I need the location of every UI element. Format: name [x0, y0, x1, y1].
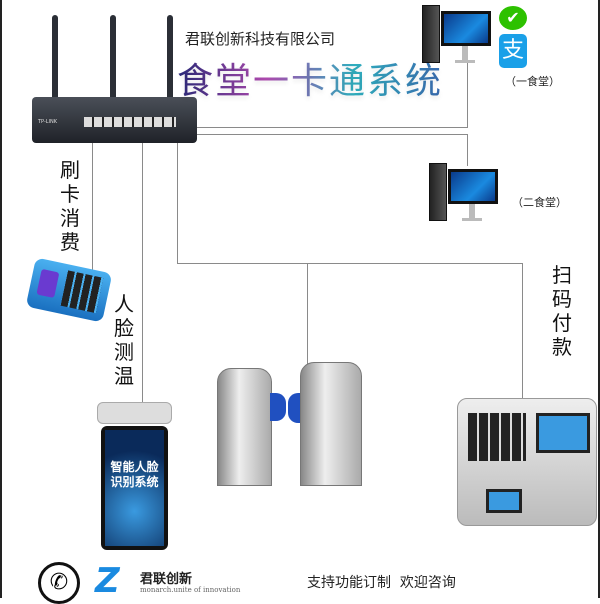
router: TP-LINK: [32, 15, 197, 143]
turnstile-gate-right: [300, 362, 362, 486]
turnstile-gate-left: [217, 368, 272, 486]
connector-line: [467, 134, 468, 166]
card-reader-device: [25, 257, 113, 323]
face-screen-text-2: 识别系统: [110, 475, 159, 489]
connector-line: [192, 134, 467, 135]
router-brand: TP-LINK: [38, 119, 58, 125]
wechat-pay-icon: ✔: [499, 6, 527, 30]
antenna: [52, 15, 58, 105]
connector-line: [177, 263, 522, 264]
brand-name: 君联创新: [140, 572, 193, 587]
antenna: [167, 15, 173, 105]
computer-canteen-1: [422, 5, 494, 65]
gate-flap: [270, 393, 286, 421]
connector-line: [307, 263, 308, 368]
pos-scan-terminal: [457, 398, 597, 526]
antenna: [110, 15, 116, 105]
connector-line: [92, 140, 93, 270]
connector-line: [467, 58, 468, 128]
card-consume-label: 刷卡消费: [60, 158, 80, 254]
canteen-1-label: （一食堂）: [505, 75, 560, 88]
footer-slogan: 支持功能订制 欢迎咨询: [307, 575, 456, 591]
face-recognition-device: 智能人脸 识别系统: [97, 402, 172, 550]
system-title: 食堂一卡通系统: [177, 52, 443, 104]
company-name: 君联创新科技有限公司: [185, 30, 336, 48]
scan-pay-label: 扫码付款: [552, 263, 572, 359]
face-temp-label: 人脸测温: [114, 292, 134, 388]
face-screen-text-1: 智能人脸: [110, 460, 159, 474]
brand-tagline: monarch.unite of innovation: [140, 586, 241, 594]
company-logo: Z: [95, 561, 120, 601]
connector-line: [192, 127, 467, 128]
alipay-icon: 支: [499, 34, 527, 68]
computer-canteen-2: [429, 163, 501, 223]
connector-line: [177, 140, 178, 263]
canteen-2-label: （二食堂）: [512, 196, 567, 209]
connector-line: [142, 140, 143, 402]
connector-line: [522, 263, 523, 398]
